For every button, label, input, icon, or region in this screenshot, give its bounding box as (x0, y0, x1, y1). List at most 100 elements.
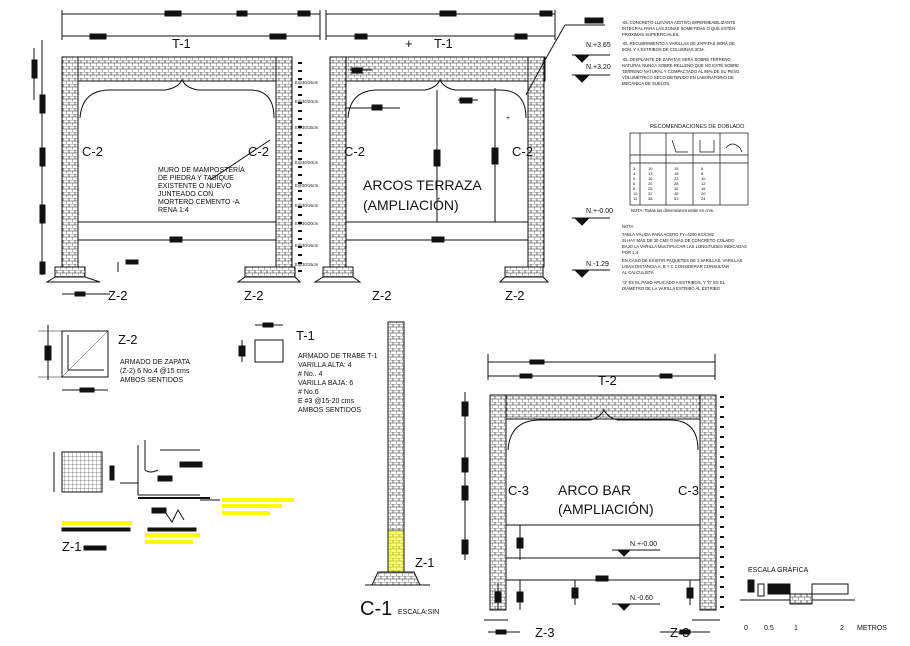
c1-subtitle: ESCALA:SIN (398, 609, 439, 616)
table-cell: 12 (633, 196, 638, 201)
z2-note-line: (Z-2) 6 No.4 @15 cms (120, 368, 190, 375)
side-mark: E@30/20cm (295, 160, 319, 165)
note-line: NATURAL NUNCA SOBRE RELLENO QUE NO ESTÉ … (622, 63, 739, 68)
t1-note-line: ARMADO DE TRABE T-1 (298, 353, 378, 360)
table-cell: 28 (674, 181, 679, 186)
side-mark: E@30/15cm (295, 125, 319, 130)
note-line: -EL RECUBRIMIENTO A VARILLAS DE ZAPATAS … (622, 41, 735, 46)
frame-3-foot-left-label: Z-3 (535, 625, 555, 640)
level-label: N.+-0.00 (586, 208, 613, 215)
table-cell: 20 (701, 191, 706, 196)
frame-2-subtitle: (AMPLIACIÓN) (363, 197, 459, 213)
table-cell: 8 (701, 171, 704, 176)
table-cell: 4 (633, 171, 636, 176)
side-mark: E@30/15cm (295, 183, 319, 188)
wall-note-line: MORTERO CEMENTO -A (158, 199, 240, 206)
nota-line: "d" ES EL PASO APLICADO A ESTRIBOS, Y "b… (622, 280, 726, 285)
t1-title: T-1 (296, 328, 315, 343)
table-cell: 12 (701, 181, 706, 186)
z1-title: Z-1 (62, 539, 82, 554)
table-cell: 38 (648, 196, 653, 201)
frame-2-col-right-label: C-2 (512, 144, 533, 159)
t1-detail (238, 322, 284, 363)
table-cell: 5 (633, 176, 636, 181)
scale-tick: 2 (840, 625, 844, 632)
bend-table-note: NOTA: Todas las dimensiones están en cms… (631, 208, 714, 213)
nota-line: TABLA VÁLIDA PARA ACERO FY=4200 KG/CM2 (622, 232, 715, 237)
level-label: N.+3.20 (586, 64, 611, 71)
frame-3 (461, 354, 724, 635)
t1-note-line: VARILLA ALTA: 4 (298, 362, 352, 369)
frame-2 (297, 10, 610, 283)
frame-3-subtitle: (AMPLIACIÓN) (558, 501, 654, 517)
table-cell: 6 (701, 166, 704, 171)
level-label: N.-0.60 (630, 595, 653, 602)
table-cell: 53 (674, 196, 679, 201)
nota-line: DIÁMETRO DE LA VARILLA ESTRIBO AL ESTRIB… (622, 286, 721, 291)
frame-3-beam-label: T-2 (598, 373, 617, 388)
wall-note-line: JUNTEADO CON (158, 191, 213, 198)
z1-detail (53, 440, 294, 551)
table-cell: 32 (648, 191, 653, 196)
bend-table (629, 132, 749, 206)
nota-line: BAJO LA VARILLA MULTIPLICAR LAS LONGITUD… (622, 244, 747, 249)
general-notes: -EL CONCRETO LLEVARÁ ADITIVO IMPERMEABIL… (622, 20, 740, 86)
nota-lines: TABLA VÁLIDA PARA ACERO FY=4200 KG/CM2 S… (622, 232, 747, 291)
frame-1-foot-left-label: Z-2 (108, 288, 128, 303)
note-line: 5CM. Y A ESTRIBOS DE COLUMNAS 3CM. (622, 47, 705, 52)
nota-line: POR 1.4 (622, 250, 639, 255)
c1-column (365, 321, 430, 586)
table-cell: 13 (648, 171, 653, 176)
t1-note-line: E #3 @15-20 cms (298, 398, 355, 405)
table-cell: 45 (674, 191, 679, 196)
frame-2-title: ARCOS TERRAZA (363, 177, 482, 193)
wall-note-line: EXISTENTE O NUEVO (158, 183, 232, 190)
nota-line: EN CASO DE EXISTIR PAQUETES DE 2 VARILLA… (622, 258, 743, 263)
nota-line: AL CALCULISTA (622, 270, 654, 275)
side-mark: E@30/15cm (295, 80, 319, 85)
frame-2-foot-right-label: Z-2 (505, 288, 525, 303)
table-cell: 16 (648, 176, 653, 181)
z2-title: Z-2 (118, 332, 138, 347)
t1-note-line: VARILLA BAJA: 6 (298, 380, 353, 387)
frame-1-col-left-label: C-2 (82, 144, 103, 159)
table-cell: 16 (701, 186, 706, 191)
side-mark: E@30/15cm (295, 243, 319, 248)
note-line: INTEGRAL PARA LAS ZONAS SOMETIDAS O QUE … (622, 26, 735, 31)
c1-base-label: Z-1 (415, 555, 435, 570)
bend-table-title: RECOMENDACIONES DE DOBLADO (650, 124, 745, 130)
t1-note-line: # No.6 (298, 389, 319, 396)
graphic-scale (740, 579, 855, 605)
note-line: TERRENO NATURAL Y COMPACTADO AL 95% DE S… (622, 69, 740, 74)
frame-2-beam-label: T-1 (434, 36, 453, 51)
side-mark: E@30/20cm (295, 99, 319, 104)
scale-unit: METROS (857, 625, 887, 632)
side-mark: E@30/15cm (295, 203, 319, 208)
table-cell: 25 (648, 186, 653, 191)
z2-note-line: AMBOS SENTIDOS (120, 377, 183, 384)
plus-mark: + (405, 36, 413, 51)
t1-notes: ARMADO DE TRABE T-1 VARILLA ALTA: 4 # No… (298, 353, 378, 414)
nota-title: NOTA (622, 224, 634, 229)
frame-2-col-left-label: C-2 (344, 144, 365, 159)
frame-3-foot-right-label: Z-3 (670, 625, 690, 640)
note-line: MECÁNICA DE SUELOS. (622, 81, 670, 86)
table-cell: 23 (674, 176, 679, 181)
table-cell: 20 (648, 181, 653, 186)
level-label: N.+-0.00 (630, 541, 657, 548)
scale-tick: 0.5 (764, 625, 774, 632)
side-mark: E@30/20cm (295, 221, 319, 226)
z2-note-line: ARMADO DE ZAPATA (120, 359, 190, 366)
wall-note-line: DE PIEDRA Y TABIQUE (158, 175, 234, 182)
frame-1-labels: T-1 C-2 C-2 Z-2 Z-2 MURO DE MAMPOSTERÍA … (82, 36, 319, 303)
wall-note-line: RENA 1:4 (158, 207, 189, 214)
table-cell: 8 (633, 186, 636, 191)
frame-1-foot-right-label: Z-2 (244, 288, 264, 303)
nota-line: LISAS DISTANCIA A, B Y C CONSIDERAR CONS… (622, 264, 729, 269)
wall-note-line: MURO DE MAMPOSTERÍA (158, 165, 245, 174)
table-cell: 18 (674, 171, 679, 176)
highlight-annotations (62, 498, 294, 544)
t1-note-line: AMBOS SENTIDOS (298, 407, 361, 414)
